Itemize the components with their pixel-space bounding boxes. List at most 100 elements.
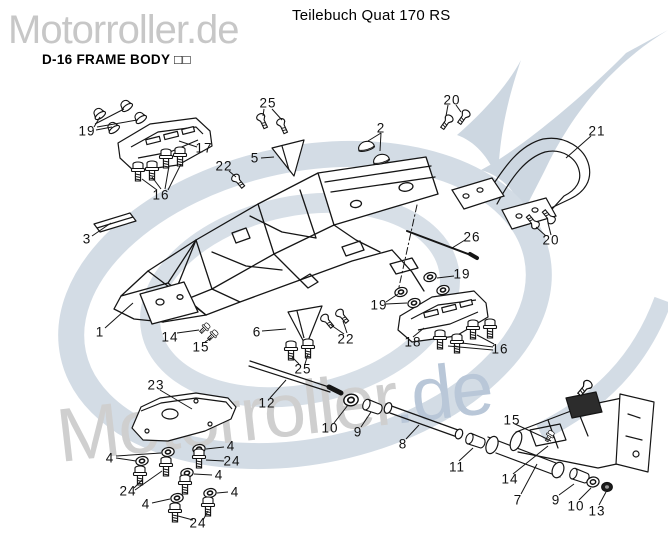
tie-rods <box>248 230 479 396</box>
callout-label-4: 4 <box>106 451 115 466</box>
leader-line <box>176 329 200 334</box>
callout-label-10: 10 <box>567 499 584 514</box>
leader-line <box>436 275 455 279</box>
leader-line <box>96 119 138 128</box>
leader-line <box>216 491 229 494</box>
leader-line <box>93 116 101 128</box>
swingarm <box>383 391 655 479</box>
callout-label-8: 8 <box>399 437 408 452</box>
callout-label-7: 7 <box>514 493 523 508</box>
screw-glyph <box>318 312 336 331</box>
leader-line <box>451 239 466 249</box>
screw-glyph <box>254 111 271 131</box>
bolt-glyph <box>167 502 183 523</box>
leader-line <box>260 156 275 159</box>
leader-line <box>291 356 300 365</box>
leader-line <box>547 222 552 236</box>
callout-label-15: 15 <box>503 413 520 428</box>
section-heading: D-16 FRAME BODY □□ <box>42 52 191 67</box>
callout-label-22: 22 <box>337 332 354 347</box>
bolt-glyph <box>177 474 193 495</box>
bolt-glyph <box>191 448 207 469</box>
leader-line <box>151 176 162 190</box>
callout-label-4: 4 <box>227 439 236 454</box>
bolt-glyph <box>465 319 481 340</box>
callout-label-19: 19 <box>370 298 387 313</box>
leader-line <box>458 447 474 462</box>
bolt-glyph <box>158 456 174 477</box>
leader-line <box>330 324 345 335</box>
callout-label-2: 2 <box>377 121 386 136</box>
bolt-glyph <box>283 340 299 361</box>
leader-line <box>333 404 349 424</box>
callout-label-12: 12 <box>258 396 275 411</box>
leader-line <box>342 320 348 334</box>
leader-line <box>271 108 283 121</box>
leader-line <box>91 222 112 237</box>
leader-line <box>565 135 592 159</box>
frame-assembly <box>113 156 439 325</box>
callout-label-18: 18 <box>404 335 421 350</box>
leader-line <box>104 302 134 329</box>
leader-line <box>133 479 143 489</box>
leader-line <box>228 170 237 178</box>
leader-line <box>445 104 449 117</box>
leader-line <box>379 132 382 152</box>
leader-line <box>262 108 265 117</box>
callout-label-1: 1 <box>96 325 105 340</box>
bolt-glyph <box>197 321 212 336</box>
callout-label-9: 9 <box>354 425 363 440</box>
callout-label-26: 26 <box>463 230 480 245</box>
callout-label-16: 16 <box>491 342 508 357</box>
callout-label-16: 16 <box>152 188 169 203</box>
watermark-diagonal-suffix: .de <box>387 345 496 441</box>
nut-glyph <box>601 481 613 493</box>
leader-line <box>177 515 194 521</box>
callout-label-4: 4 <box>142 497 151 512</box>
bolt-glyph <box>482 318 498 339</box>
leader-line <box>598 491 607 506</box>
callout-label-6: 6 <box>253 325 262 340</box>
callout-label-24: 24 <box>223 454 240 469</box>
washer-glyph <box>422 270 438 284</box>
screw-glyph <box>438 112 455 132</box>
leader-line <box>578 487 592 501</box>
leader-line <box>269 379 287 399</box>
callout-label-10: 10 <box>321 421 338 436</box>
leader-line <box>261 328 287 332</box>
leader-line <box>520 463 538 495</box>
screw-glyph <box>274 116 291 136</box>
bolt-glyph <box>200 496 216 517</box>
sleeve-glyph <box>463 431 488 450</box>
leader-line <box>134 470 163 491</box>
leader-line <box>204 337 212 343</box>
leader-line <box>159 389 193 410</box>
leader-line <box>95 126 113 131</box>
callout-label-17: 17 <box>195 141 212 156</box>
screw-glyph <box>455 107 472 127</box>
leader-line <box>385 302 408 305</box>
leader-line <box>385 293 399 303</box>
leader-line <box>193 473 213 476</box>
callout-label-20: 20 <box>443 93 460 108</box>
leader-line <box>115 452 162 457</box>
washer-glyph <box>169 491 185 505</box>
leader-line <box>412 327 425 338</box>
callout-label-9: 9 <box>552 493 561 508</box>
leader-line <box>202 510 209 521</box>
callout-label-5: 5 <box>251 151 260 166</box>
leader-line <box>151 498 171 504</box>
leader-line <box>455 104 462 113</box>
callout-label-25: 25 <box>259 96 276 111</box>
leader-line <box>167 163 182 191</box>
bolt-glyph <box>432 329 448 350</box>
leader-line <box>205 459 225 462</box>
bolt-glyph <box>130 161 146 182</box>
page-title: Teilebuch Quat 170 RS <box>292 7 451 24</box>
leader-line <box>360 411 372 428</box>
leader-line <box>558 483 575 496</box>
leader-line <box>514 423 542 437</box>
callout-label-3: 3 <box>83 232 92 247</box>
leader-line <box>115 457 137 462</box>
